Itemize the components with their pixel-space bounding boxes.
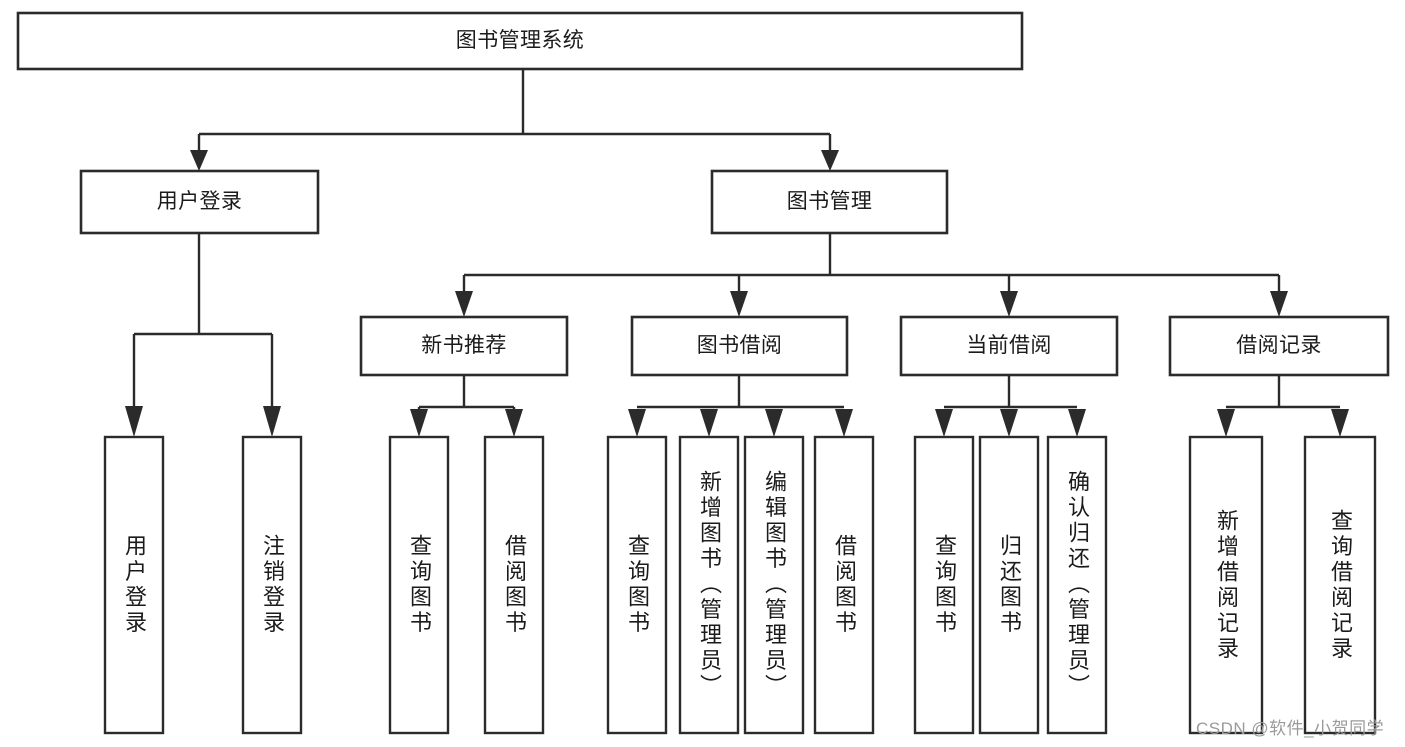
arrow-current-borrow: [1000, 291, 1018, 317]
node-box-leaf-logout[interactable]: [241, 435, 303, 735]
node-box-root[interactable]: [16, 11, 1024, 71]
node-box-current-borrow[interactable]: [899, 315, 1119, 377]
arrow-leaf-query-book-borrow: [628, 409, 646, 437]
arrow-book-borrow: [730, 291, 748, 317]
connector-current-borrow-to-leaves: [935, 375, 1086, 437]
arrow-leaf-query-book-cur: [935, 409, 953, 437]
arrow-leaf-user-login: [125, 406, 143, 437]
arrow-leaf-edit-book: [765, 409, 783, 437]
node-box-leaf-edit-book[interactable]: [743, 435, 805, 735]
arrow-user-login: [190, 150, 208, 171]
node-box-leaf-query-book-rec[interactable]: [388, 435, 450, 735]
node-box-leaf-query-book-cur[interactable]: [913, 435, 975, 735]
connector-book-borrow-to-leaves: [628, 375, 853, 437]
node-box-leaf-query-book-borrow[interactable]: [606, 435, 668, 735]
arrow-leaf-query-record: [1331, 409, 1349, 437]
node-box-leaf-borrow-book[interactable]: [813, 435, 875, 735]
arrow-book-manage: [821, 150, 839, 171]
arrow-new-book-recommend: [455, 291, 473, 317]
node-box-leaf-add-record[interactable]: [1188, 435, 1264, 735]
node-box-leaf-query-record[interactable]: [1303, 435, 1377, 735]
connector-book-manage-to-level3: [455, 233, 1288, 317]
node-box-leaf-confirm-return[interactable]: [1046, 435, 1108, 735]
arrow-leaf-return-book: [1000, 409, 1018, 437]
arrow-borrow-record: [1270, 291, 1288, 317]
arrow-leaf-add-record: [1217, 409, 1235, 437]
node-box-leaf-add-book[interactable]: [678, 435, 740, 735]
arrow-leaf-borrow-book-rec: [505, 409, 523, 437]
connector-new-book-recommend-to-leaves: [410, 375, 523, 437]
connector-root-to-level2: [190, 69, 839, 171]
node-box-leaf-borrow-book-rec[interactable]: [483, 435, 545, 735]
node-box-new-book-recommend[interactable]: [359, 315, 569, 377]
node-box-borrow-record[interactable]: [1168, 315, 1390, 377]
node-box-leaf-user-login[interactable]: [103, 435, 165, 735]
node-box-user-login[interactable]: [79, 169, 320, 235]
node-box-book-borrow[interactable]: [630, 315, 849, 377]
arrow-leaf-add-book: [700, 409, 718, 437]
connector-user-login-to-leaves: [125, 233, 281, 437]
csdn-watermark: CSDN @软件_小贺同学: [1196, 719, 1385, 738]
node-box-book-manage[interactable]: [710, 169, 949, 235]
arrow-leaf-borrow-book: [835, 409, 853, 437]
node-box-leaf-return-book[interactable]: [978, 435, 1040, 735]
arrow-leaf-query-book-rec: [410, 409, 428, 437]
arrow-leaf-confirm-return: [1068, 409, 1086, 437]
connector-borrow-record-to-leaves: [1217, 375, 1349, 437]
arrow-leaf-logout: [263, 406, 281, 437]
